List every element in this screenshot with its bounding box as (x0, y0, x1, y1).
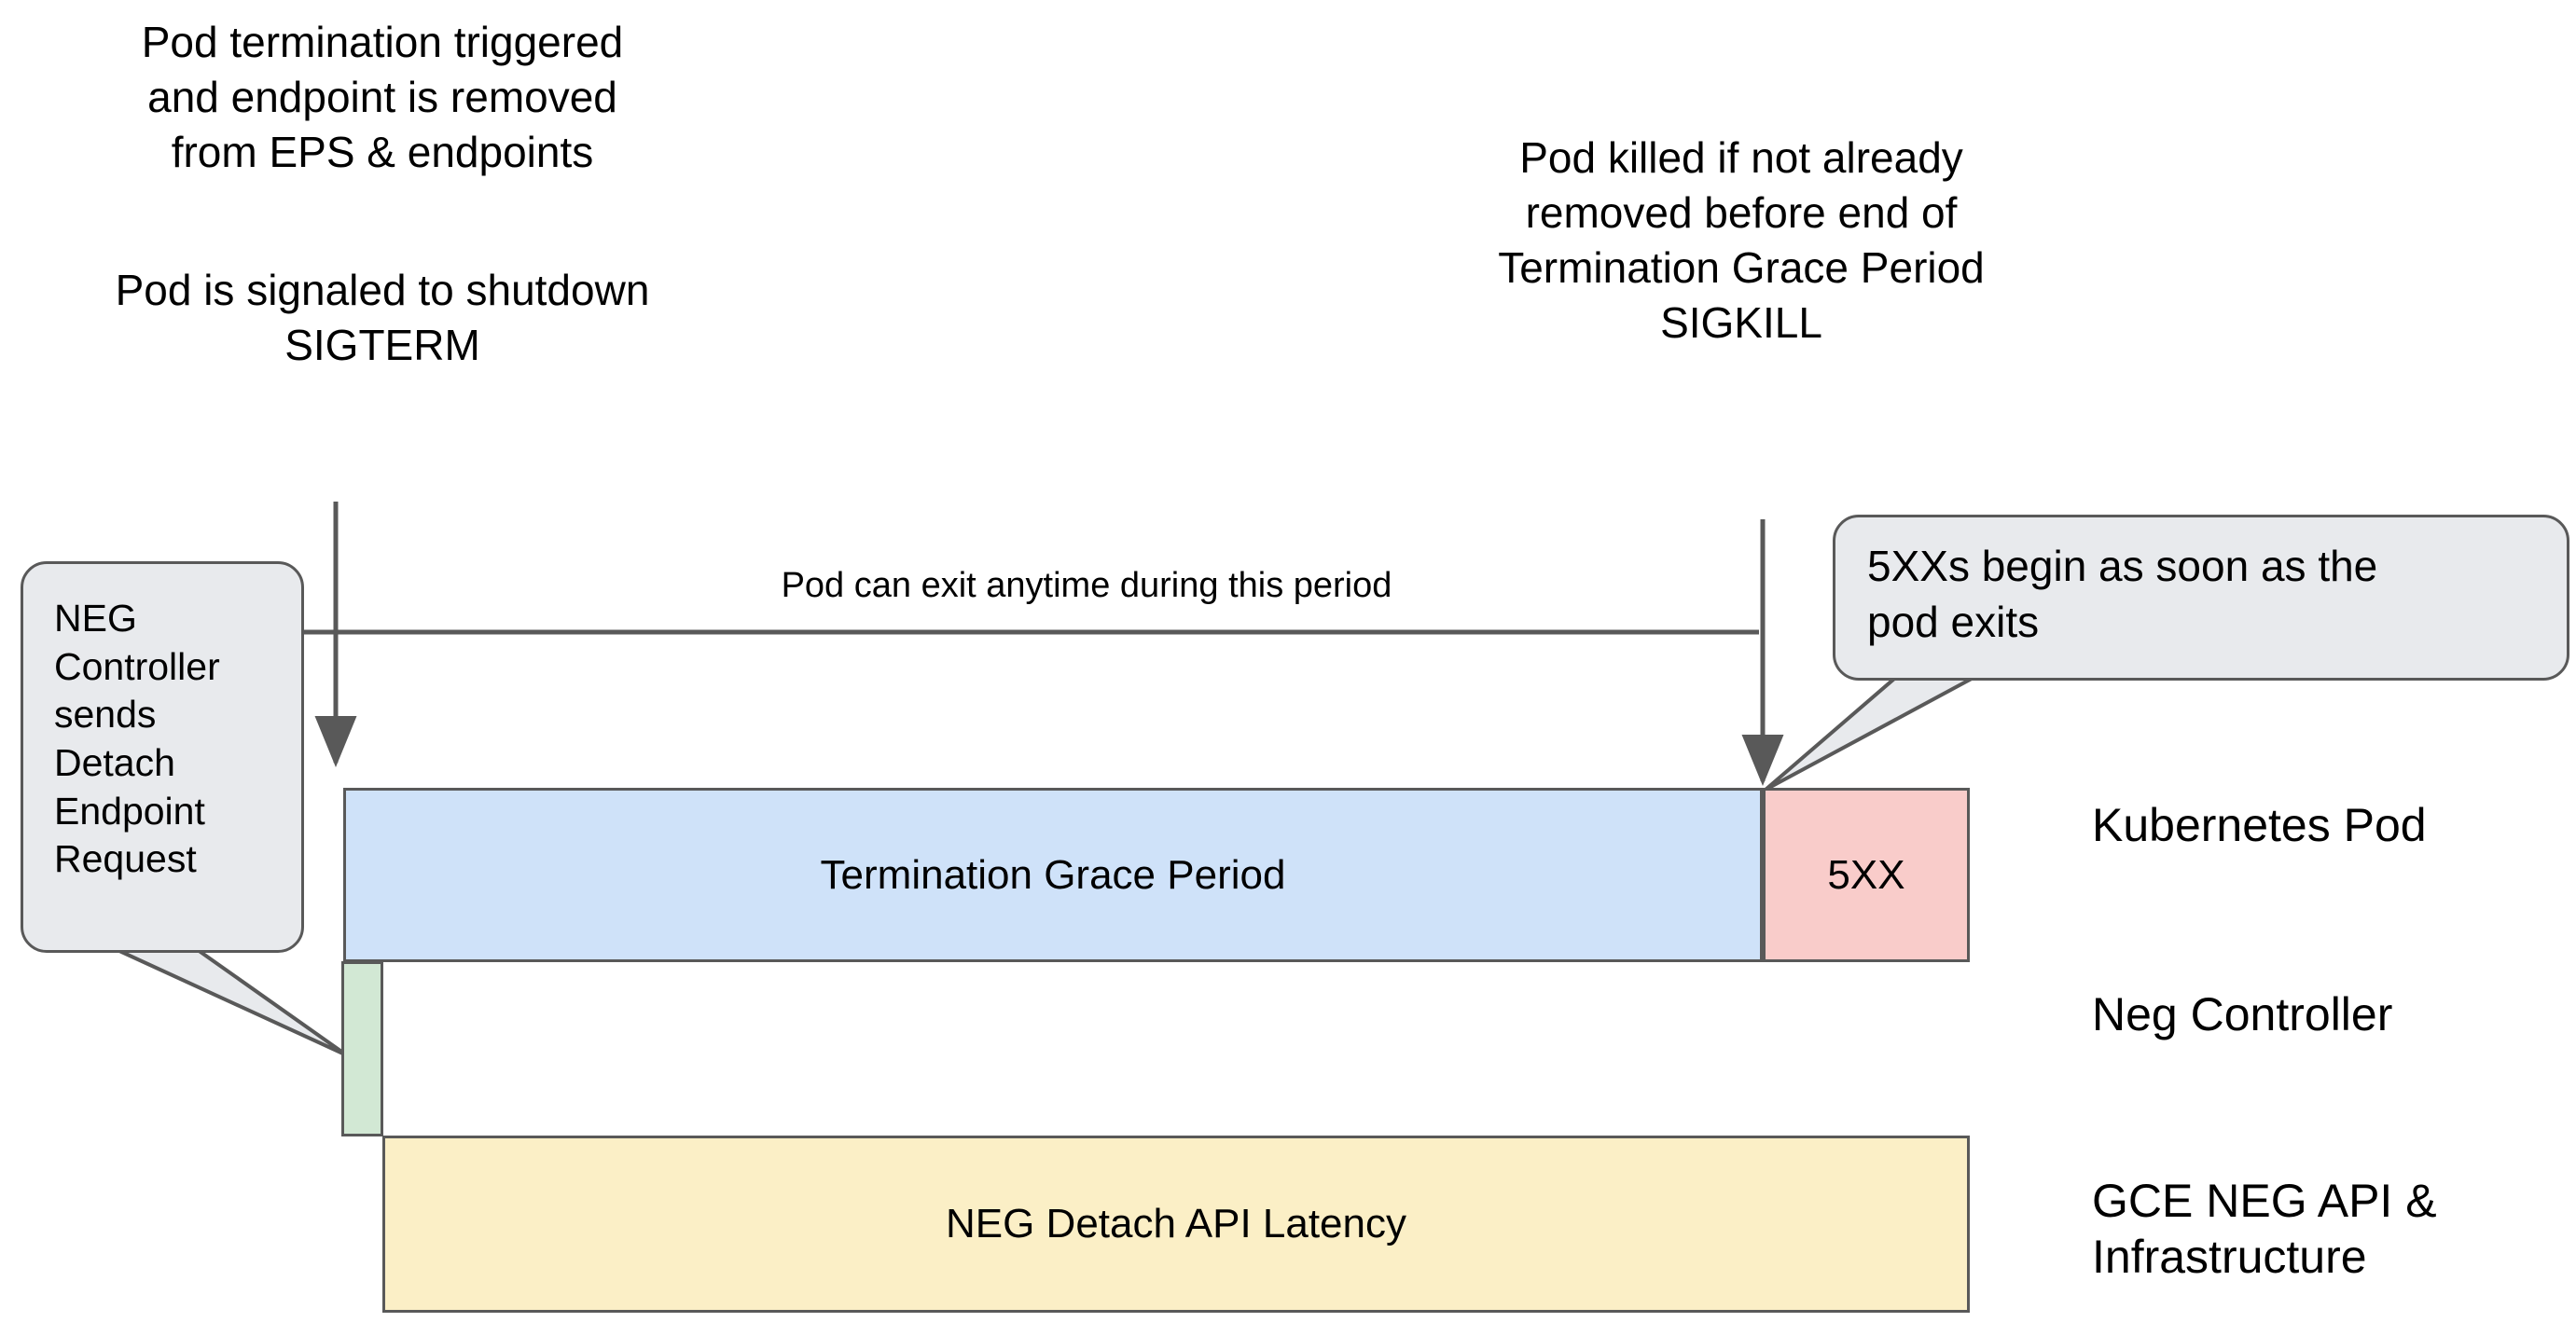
bar-neg-detach-api-latency[interactable]: NEG Detach API Latency (382, 1136, 1970, 1313)
note-pod-signaled-shutdown: Pod is signaled to shutdown SIGTERM (115, 266, 650, 369)
bar-label-5xx: 5XX (1827, 851, 1905, 898)
note-pod-termination-triggered: Pod termination triggered and endpoint i… (141, 18, 624, 176)
5xx-callout-tail-icon (1764, 671, 1984, 792)
callout-neg-controller-detach[interactable] (21, 561, 304, 953)
bar-termination-grace-period[interactable]: Termination Grace Period (343, 788, 1763, 962)
callout-5xx-begin[interactable] (1833, 515, 2569, 681)
callout-neg-controller-detach-text: NEG Controller sends Detach Endpoint Req… (54, 597, 220, 881)
lane-label-kubernetes-pod: Kubernetes Pod (2092, 799, 2427, 851)
callout-5xx-begin-text: 5XXs begin as soon as the pod exits (1867, 542, 2378, 646)
span-label-pod-can-exit: Pod can exit anytime during this period (781, 566, 1392, 605)
lane-label-gce-neg-api: GCE NEG API & Infrastructure (2092, 1175, 2437, 1283)
bar-neg-detach-request[interactable] (341, 961, 383, 1136)
note-pod-killed-sigkill: Pod killed if not already removed before… (1498, 133, 1985, 347)
lane-label-neg-controller: Neg Controller (2092, 988, 2393, 1040)
neg-callout-tail-icon (105, 943, 349, 1057)
bar-label-termination-grace-period: Termination Grace Period (820, 851, 1286, 898)
bar-5xx[interactable]: 5XX (1763, 788, 1970, 962)
bar-label-neg-detach-api-latency: NEG Detach API Latency (945, 1201, 1407, 1246)
bar-label-neg-detach-request (344, 964, 381, 1134)
